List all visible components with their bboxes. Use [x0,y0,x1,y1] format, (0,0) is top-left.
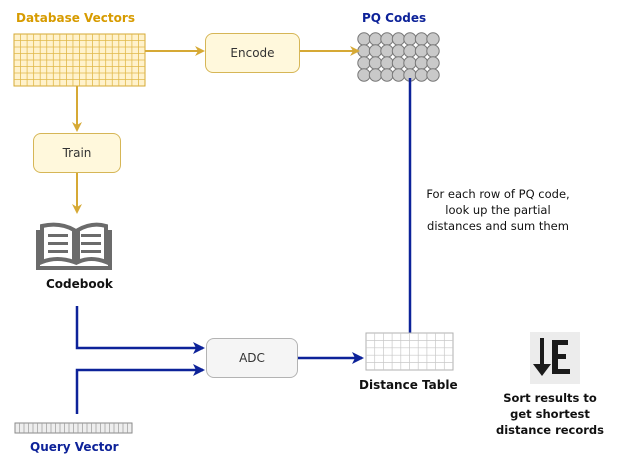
pq-code-circle [357,32,371,46]
pq-code-circle [391,68,406,82]
pq-code-circle [426,68,440,82]
pq-code-circle [426,56,440,70]
lookup-note: For each row of PQ code, look up the par… [408,186,588,234]
arrow-query-to-adc [75,364,205,414]
encode-label: Encode [230,46,275,60]
distance-table-grid [365,332,454,371]
pq-code-circle [357,56,371,70]
lookup-note-line-2: look up the partial [445,203,551,217]
pq-code-circle [403,32,417,46]
pq-codes-label: PQ Codes [362,11,427,25]
pq-code-circle [414,44,429,58]
pq-code-circle [380,32,394,46]
sort-note-line-2: get shortest [510,407,590,421]
codebook-label: Codebook [46,277,113,291]
pq-code-circle [414,68,429,82]
lookup-note-line-3: distances and sum them [427,219,569,233]
pq-code-circle [426,32,440,46]
database-vectors-label: Database Vectors [16,11,135,25]
pq-code-circle [403,56,417,70]
pq-code-circle [426,44,440,58]
database-vectors-grid [13,33,146,87]
sort-descending-icon [530,332,580,384]
circle-grid-icon [357,32,440,82]
pq-code-circle [403,44,417,58]
pq-code-circle [357,44,371,58]
pq-code-circle [380,56,394,70]
pq-code-circle [380,68,394,82]
sort-note-line-1: Sort results to [503,391,597,405]
pq-code-circle [368,32,383,46]
pq-code-circle [414,32,429,46]
distance-table-label: Distance Table [359,378,458,392]
pq-code-circle [391,44,406,58]
sort-note: Sort results to get shortest distance re… [490,390,610,438]
pq-code-circle [368,44,383,58]
pq-code-circle [380,44,394,58]
arrow-codebook-to-adc [75,306,205,354]
pq-code-circle [368,56,383,70]
sort-note-line-3: distance records [495,423,605,437]
pq-code-circle [391,56,406,70]
train-box[interactable]: Train [33,133,121,173]
pq-code-circle [357,68,371,82]
pq-code-circle [368,68,383,82]
pq-code-circle [414,56,429,70]
train-label: Train [62,146,92,160]
pq-code-circle [391,32,406,46]
adc-box[interactable]: ADC [206,338,298,378]
query-vector-bar [14,422,133,434]
lookup-note-line-1: For each row of PQ code, [426,187,570,201]
query-vector-label: Query Vector [30,440,119,454]
book-icon [36,222,112,270]
encode-box[interactable]: Encode [205,33,300,73]
adc-label: ADC [239,351,265,365]
